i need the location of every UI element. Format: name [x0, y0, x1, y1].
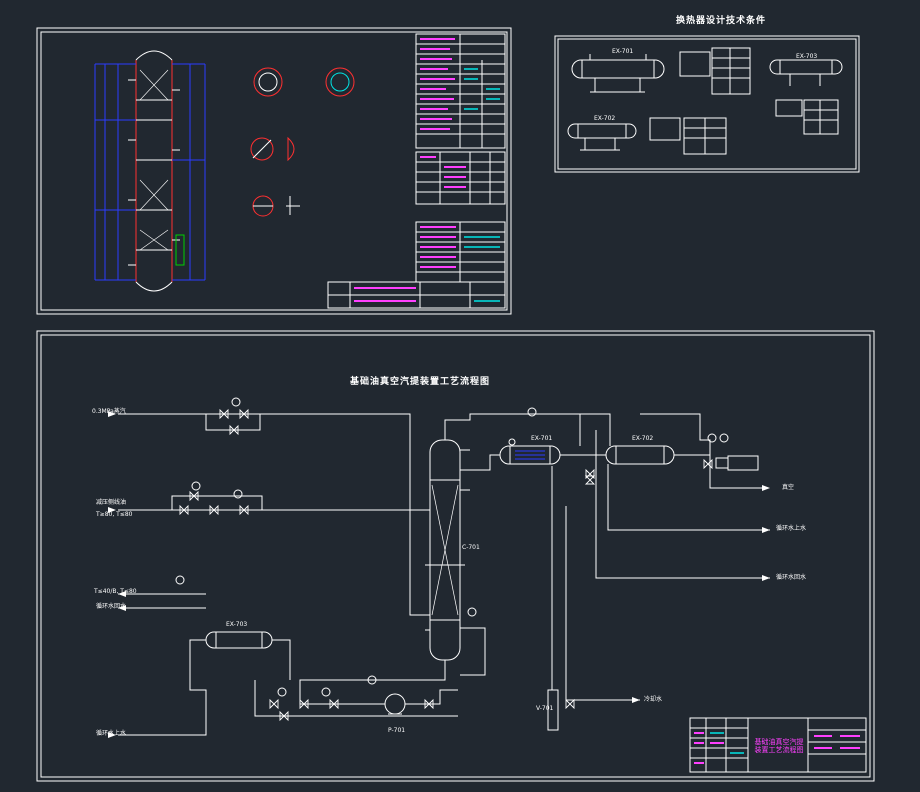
tag-vessel: V-701 [536, 705, 554, 712]
stream-cold-water: 冷却水 [644, 696, 663, 703]
detail-views [250, 67, 355, 217]
stream-steam: 0.3MPa蒸汽 [92, 408, 126, 415]
stream-cw-supply: 循环水上水 [96, 730, 127, 737]
sheet-1 [36, 27, 512, 315]
sheet2-tag-ex702: EX-702 [594, 115, 616, 122]
spec-tables [327, 33, 506, 309]
flow-title: 基础油真空汽提装置工艺流程图 [350, 377, 491, 387]
flow-arrows [108, 411, 770, 738]
exchanger-ex701 [571, 47, 751, 95]
tag-pump: P-701 [388, 727, 406, 734]
stream-feed: 减压侧线油 [96, 499, 127, 506]
exchanger-ex703 [769, 59, 843, 135]
sheet2-tag-ex703: EX-703 [796, 53, 818, 60]
vacuum-unit [715, 455, 759, 471]
title-block-name: 基础油真空汽提装置工艺流程图 [754, 738, 804, 755]
stream-product: T≤40/B, T≤80 [94, 588, 137, 595]
pipelines [118, 413, 770, 736]
stream-cw-return: 循环水回水 [96, 603, 127, 610]
tag-ex1: EX-701 [531, 435, 553, 442]
sheet2-tag-ex701: EX-701 [612, 48, 634, 55]
exchanger-ex702-flow [605, 445, 675, 465]
exchanger-ex701-flow [499, 445, 561, 465]
tag-ex2: EX-702 [632, 435, 654, 442]
exchanger-ex702 [567, 117, 727, 155]
column-elevation [94, 50, 206, 292]
tag-ex3: EX-703 [226, 621, 248, 628]
instruments [175, 397, 729, 697]
stream-vacuum: 真空 [782, 484, 795, 491]
title-block [689, 717, 867, 773]
vessel-v701 [547, 689, 559, 731]
sheet-2 [554, 35, 860, 173]
sheet-3 [36, 330, 875, 782]
stream-feed-spec: T≥80, T≤80 [96, 511, 133, 518]
stream-cw-return-2: 循环水回水 [776, 574, 807, 581]
tag-column: C-701 [462, 544, 480, 551]
stream-cw-supply-2: 循环水上水 [776, 525, 807, 532]
sheet2-title: 换热器设计技术条件 [676, 16, 767, 26]
valves [179, 408, 713, 722]
exchanger-ex703-flow [205, 631, 273, 649]
pump-p701 [384, 693, 406, 715]
